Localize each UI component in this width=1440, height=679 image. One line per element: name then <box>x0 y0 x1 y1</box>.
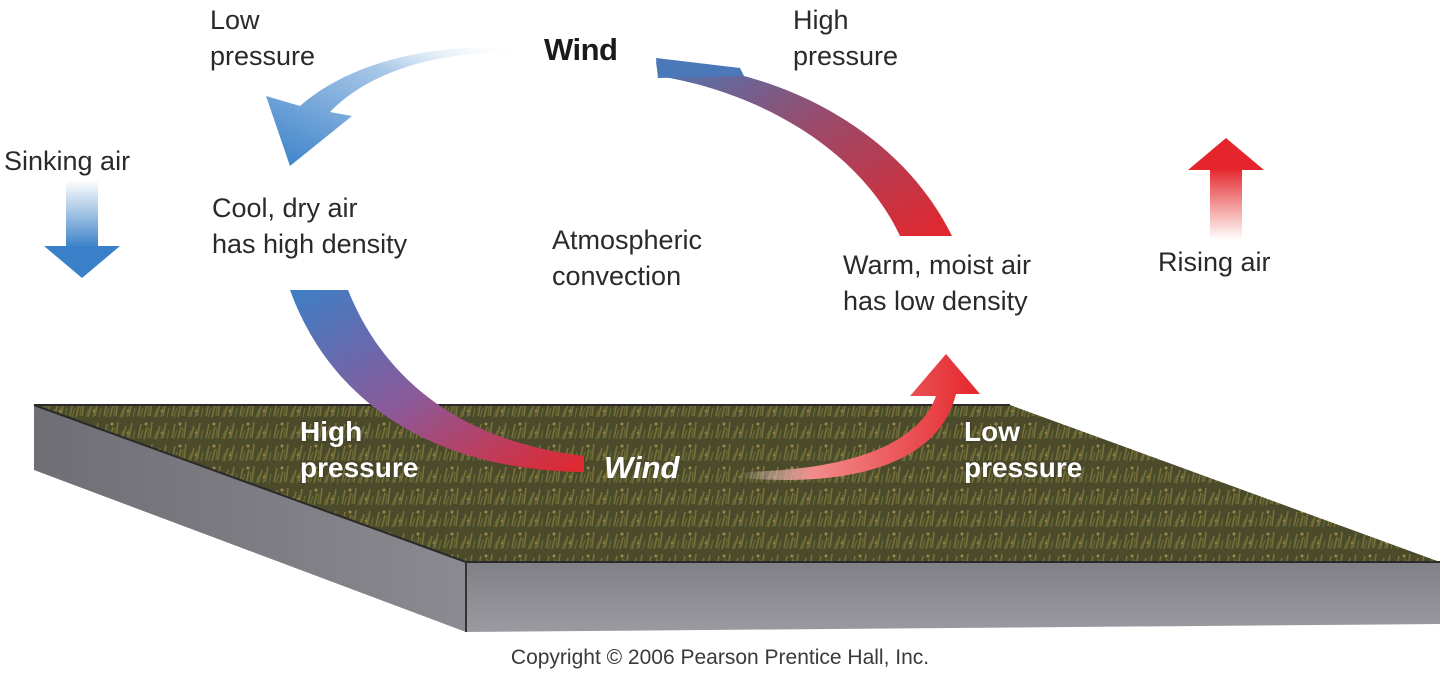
cool-dry-air-label: Cool, dry air has high density <box>212 193 408 259</box>
copyright-notice: Copyright © 2006 Pearson Prentice Hall, … <box>510 646 930 669</box>
rising-air-arrow <box>1188 138 1264 240</box>
wind-arrow-top-left <box>266 47 510 166</box>
wind-bottom-label: Wind <box>604 450 680 485</box>
sinking-air-arrow <box>44 180 120 278</box>
ground-slab <box>33 404 1440 632</box>
high-pressure-top-label: High pressure <box>793 5 899 71</box>
warm-moist-air-label: Warm, moist air has low density <box>843 250 1031 316</box>
wind-arrow-rising <box>740 354 980 480</box>
low-pressure-ground-label: Low pressure <box>964 416 1083 483</box>
sinking-air-label: Sinking air <box>4 146 131 176</box>
low-pressure-top-label: Low pressure <box>210 5 316 71</box>
wind-top-label: Wind <box>544 32 618 67</box>
rising-air-label: Rising air <box>1158 247 1271 277</box>
atmospheric-convection-label: Atmospheric convection <box>552 225 703 291</box>
wind-arrow-top-right <box>656 58 952 236</box>
wind-arrow-descending <box>290 290 584 472</box>
high-pressure-ground-label: High pressure <box>300 416 419 483</box>
